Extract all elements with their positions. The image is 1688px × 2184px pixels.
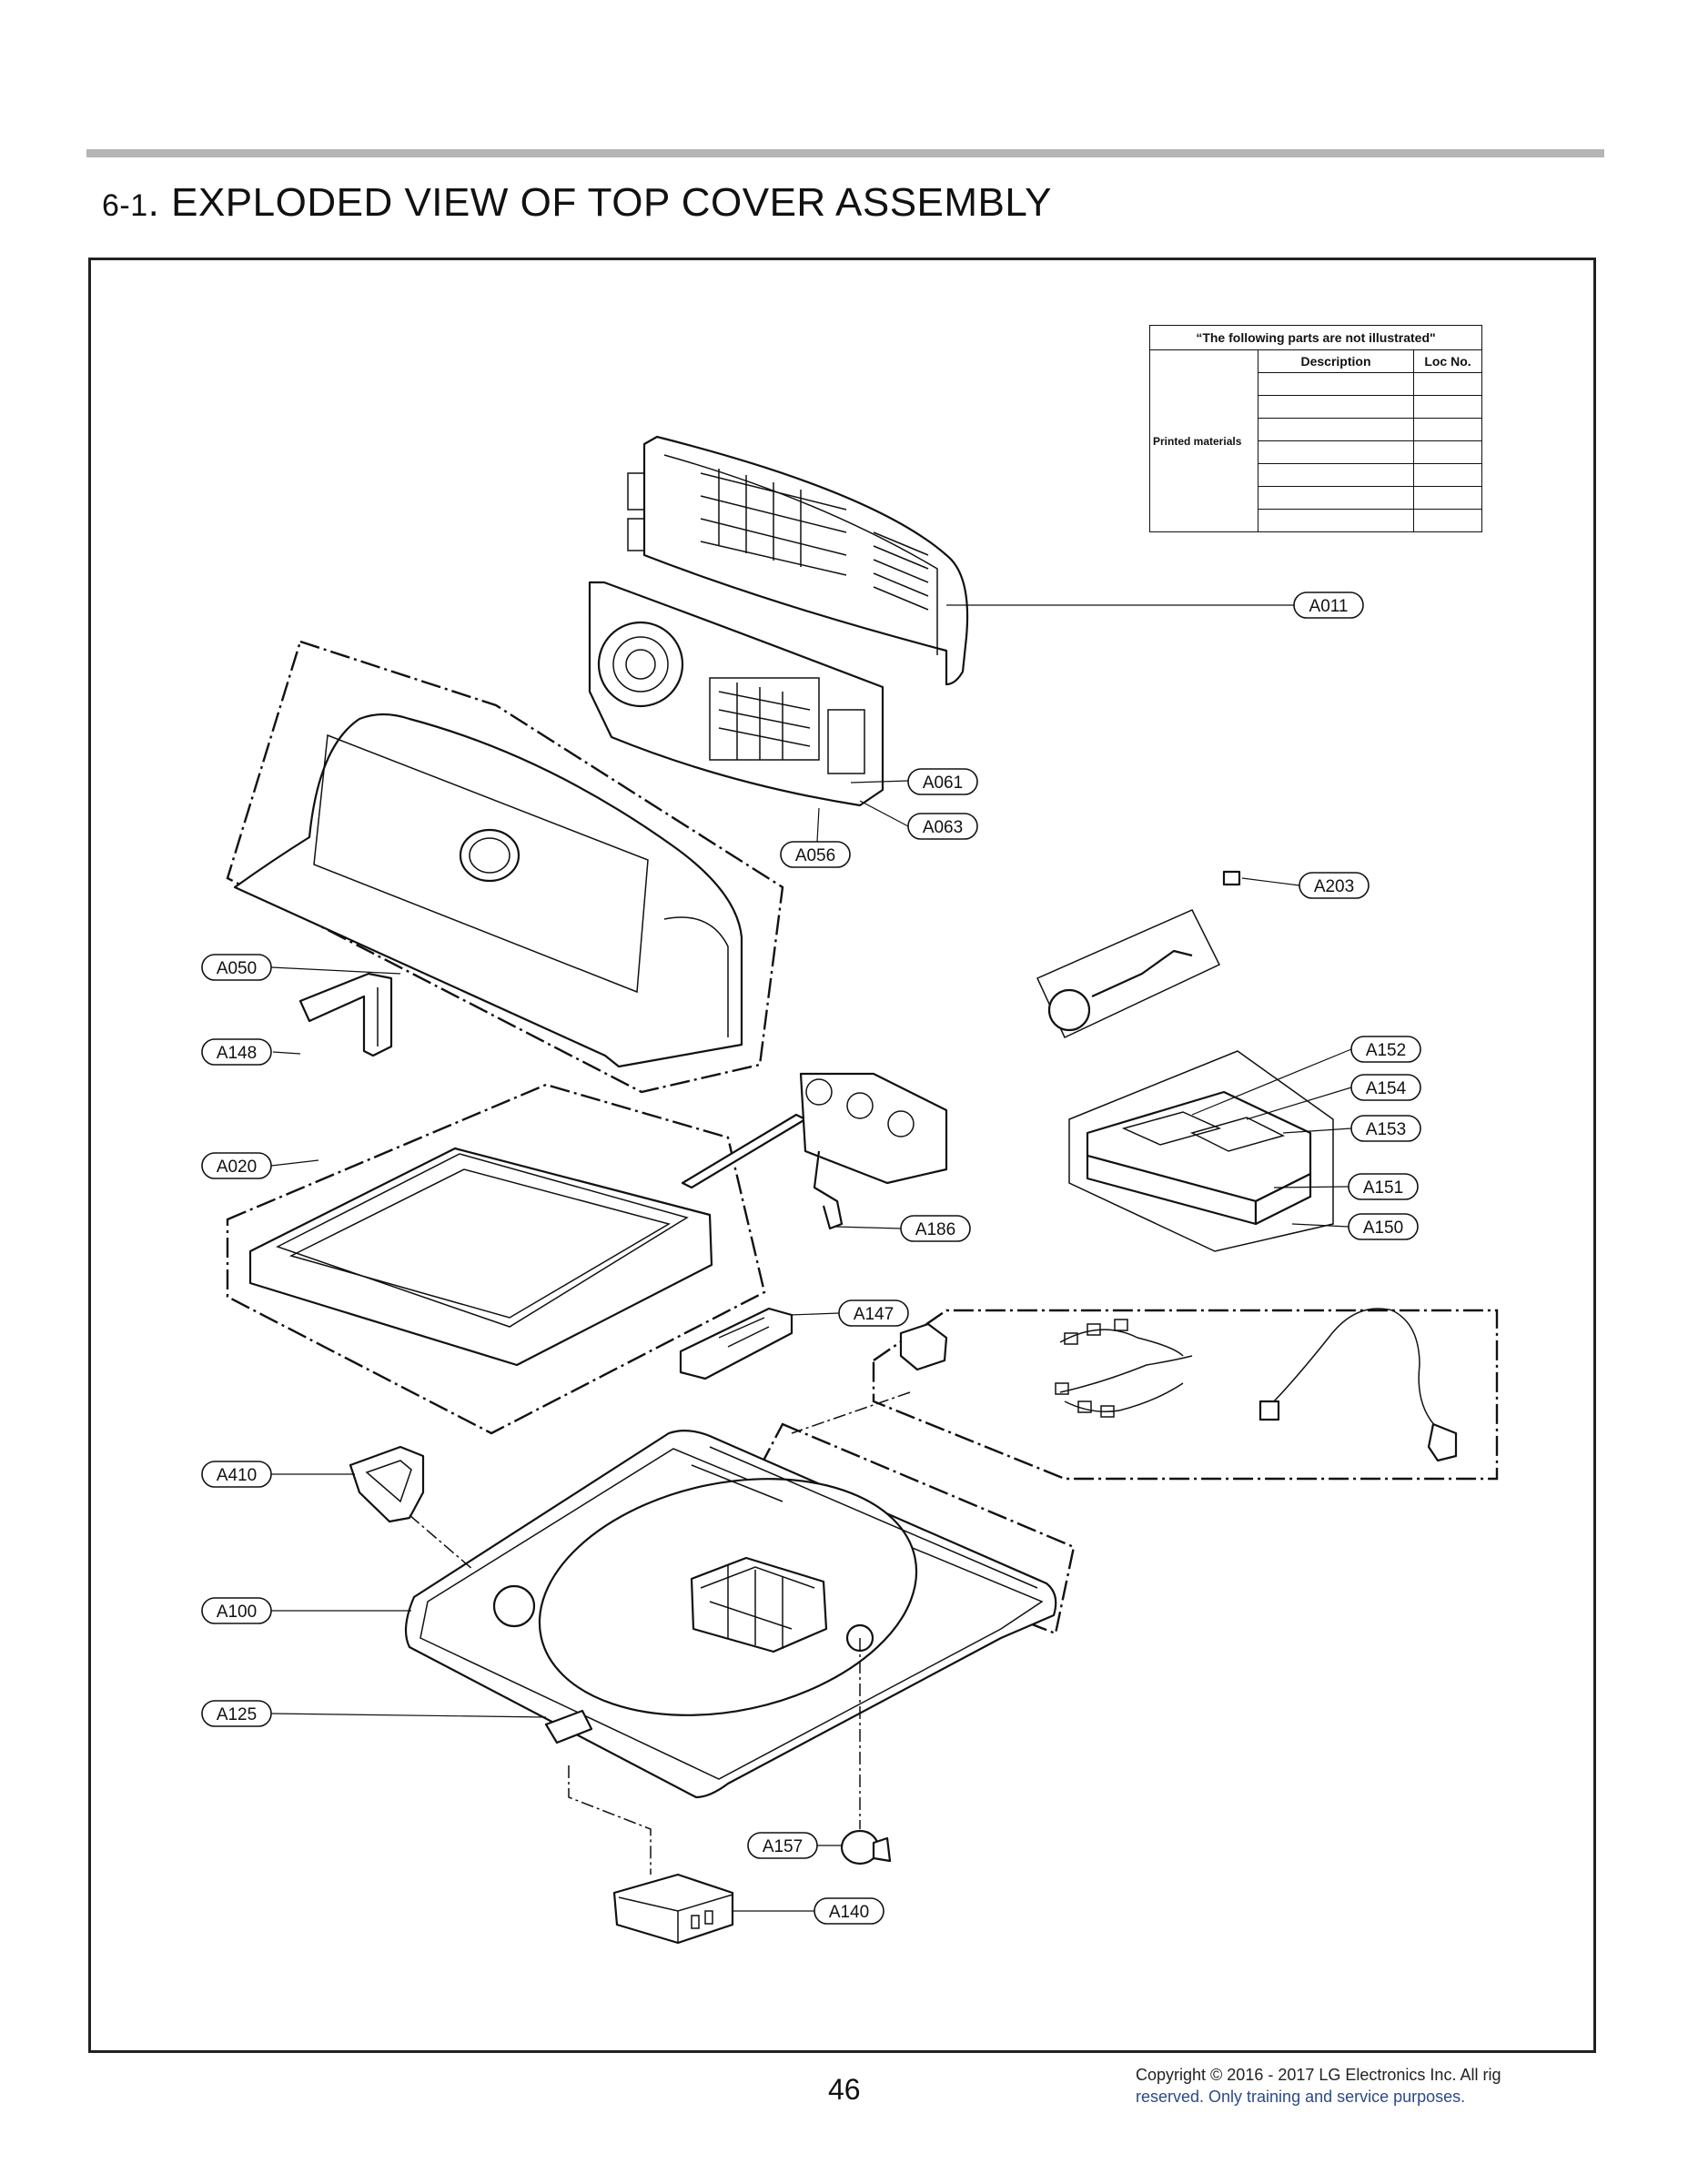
callout-a147: A147 <box>838 1299 909 1327</box>
lid-glass-door <box>226 1083 766 1435</box>
table-row-label: Printed materials <box>1149 349 1258 532</box>
callout-label: A140 <box>829 1903 869 1922</box>
callout-a152: A152 <box>1350 1036 1421 1063</box>
callout-label: A125 <box>217 1705 257 1724</box>
page-number: 46 <box>828 2073 861 2106</box>
not-illustrated-parts-table: “The following parts are not illustrated… <box>1149 325 1482 532</box>
lid-lock-switch <box>612 1873 734 1945</box>
callout-label: A186 <box>915 1220 955 1239</box>
water-inlet-valve <box>681 1072 948 1230</box>
control-pcb-assembly <box>588 581 884 807</box>
detergent-drawer <box>1068 1050 1334 1252</box>
callout-a150: A150 <box>1348 1213 1419 1240</box>
callout-label: A050 <box>217 959 257 978</box>
cap-knob <box>840 1829 892 1866</box>
page-title: 6-1. EXPLODED VIEW OF TOP COVER ASSEMBLY <box>102 180 1052 226</box>
table-title: “The following parts are not illustrated… <box>1149 325 1482 350</box>
callout-a056: A056 <box>780 841 851 868</box>
callout-label: A020 <box>217 1158 257 1177</box>
section-title: . EXPLODED VIEW OF TOP COVER ASSEMBLY <box>147 180 1052 225</box>
callout-a151: A151 <box>1348 1173 1419 1200</box>
callout-a153: A153 <box>1350 1115 1421 1142</box>
table-row <box>1150 509 1482 532</box>
callout-label: A061 <box>923 774 963 793</box>
callout-label: A148 <box>217 1044 257 1063</box>
callout-a020: A020 <box>201 1152 272 1179</box>
bracket-left <box>298 972 393 1057</box>
callout-a157: A157 <box>747 1832 818 1859</box>
callout-label: A151 <box>1363 1178 1403 1198</box>
callout-label: A153 <box>1366 1120 1406 1139</box>
top-cover-frame <box>404 1422 1076 1799</box>
callout-a050: A050 <box>201 954 272 981</box>
copyright-line-1: Copyright © 2016 - 2017 LG Electronics I… <box>1136 2066 1501 2084</box>
rear-panel-cover <box>627 435 969 686</box>
table-row <box>1150 463 1482 487</box>
callout-label: A011 <box>1309 597 1349 616</box>
callout-a125: A125 <box>201 1700 272 1727</box>
bracket-right <box>679 1307 793 1380</box>
callout-label: A147 <box>854 1305 894 1324</box>
table-row <box>1150 440 1482 464</box>
callout-label: A152 <box>1366 1041 1406 1060</box>
callout-label: A056 <box>795 846 835 865</box>
table-row <box>1150 418 1482 441</box>
callout-label: A154 <box>1366 1079 1407 1098</box>
callout-a011: A011 <box>1293 592 1364 619</box>
callout-a410: A410 <box>201 1461 272 1488</box>
callout-label: A203 <box>1314 877 1354 896</box>
copyright-notice: Copyright © 2016 - 2017 LG Electronics I… <box>1136 2064 1591 2108</box>
detergent-seal <box>349 1445 425 1523</box>
callout-a203: A203 <box>1299 872 1370 899</box>
diagram-frame <box>88 258 1596 2053</box>
table-header-description: Description <box>1258 349 1414 373</box>
wiring-harness-group <box>872 1308 1499 1481</box>
callout-label: A150 <box>1363 1218 1403 1238</box>
callout-a186: A186 <box>900 1215 971 1242</box>
water-level-sensor <box>1036 870 1241 1039</box>
callout-a063: A063 <box>907 813 978 840</box>
callout-label: A100 <box>217 1603 257 1622</box>
callout-a061: A061 <box>907 768 978 795</box>
callout-a148: A148 <box>201 1038 272 1066</box>
callout-a140: A140 <box>814 1897 884 1925</box>
copyright-line-2: reserved. Only training and service purp… <box>1136 2088 1466 2106</box>
callout-a154: A154 <box>1350 1074 1421 1101</box>
control-panel-frame <box>226 640 784 1094</box>
callout-a100: A100 <box>201 1597 272 1624</box>
section-number: 6-1 <box>102 188 148 223</box>
callout-label: A063 <box>923 818 963 837</box>
callout-label: A410 <box>217 1466 257 1485</box>
callout-label: A157 <box>763 1837 803 1856</box>
table-row <box>1150 486 1482 510</box>
header-rule <box>86 149 1604 157</box>
